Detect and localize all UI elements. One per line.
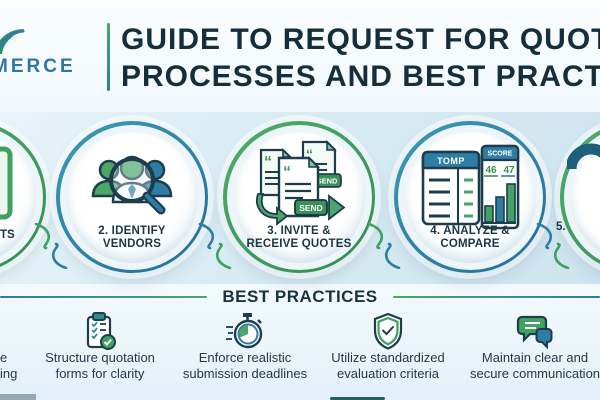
bp-5-line1: Maintain clear and bbox=[481, 350, 589, 365]
step-3-label: 3. INVITE & RECEIVE QUOTES bbox=[234, 225, 365, 251]
connector-2-3-icon bbox=[198, 223, 232, 269]
cutoff-artifact-center bbox=[330, 397, 385, 400]
cutoff-artifact-left bbox=[0, 394, 36, 400]
score-value-2: 47 bbox=[503, 165, 515, 176]
best-practice-item-cut: e ing bbox=[0, 350, 22, 381]
connector-4-5-icon bbox=[536, 223, 570, 269]
step-circle-2: 2. IDENTIFY VENDORS bbox=[56, 121, 208, 273]
svg-text:“: “ bbox=[264, 154, 272, 171]
table-header-right: SCORE bbox=[488, 150, 513, 157]
connector-1-2-icon bbox=[34, 223, 68, 269]
heading-rule-left bbox=[0, 296, 207, 298]
header-band bbox=[0, 0, 600, 113]
logo-text: MERCE bbox=[0, 56, 76, 77]
step-2-label-line2: VENDORS bbox=[102, 237, 162, 250]
bp-3-line2: submission deadlines bbox=[182, 365, 308, 381]
quote-documents-send-icon: “ “ SEND “ SEND bbox=[256, 139, 346, 226]
comparison-table-icon: TOMP SCORE 46 47 bbox=[421, 144, 520, 229]
best-practice-item: Structure quotation forms for clarity bbox=[15, 350, 185, 381]
shield-check-icon bbox=[373, 312, 403, 350]
title-line-2: PROCESSES AND BEST PRACTICES bbox=[121, 60, 600, 93]
step-4-label-line1: 4. ANALYZE & bbox=[430, 224, 510, 237]
send-badge-front: SEND bbox=[299, 203, 323, 213]
best-practice-item: Enforce realistic submission deadlines bbox=[160, 350, 330, 381]
score-value-1: 46 bbox=[485, 165, 497, 176]
clipboard-check-icon bbox=[86, 312, 116, 350]
bp-3-line1: Enforce realistic bbox=[198, 350, 292, 365]
bp-4-line1: Utilize standardized bbox=[331, 350, 445, 365]
svg-text:“: “ bbox=[283, 164, 291, 181]
best-practices-heading: BEST PRACTICES bbox=[222, 287, 378, 306]
best-practice-item: Maintain clear and secure communication bbox=[450, 350, 600, 381]
heading-rule-right bbox=[393, 296, 600, 298]
step-3-label-line2: RECEIVE QUOTES bbox=[246, 237, 352, 250]
bp-1-line1: e bbox=[0, 350, 8, 365]
step-circle-3: “ “ SEND “ SEND bbox=[223, 121, 375, 273]
logo-swoosh-icon bbox=[0, 29, 25, 54]
award-icon bbox=[567, 143, 600, 169]
header-divider bbox=[107, 23, 110, 91]
step-circle-4: TOMP SCORE 46 47 bbox=[394, 121, 546, 273]
step-2-label-line1: 2. IDENTIFY bbox=[98, 224, 166, 237]
stopwatch-icon bbox=[226, 313, 263, 349]
best-practice-item: Utilize standardized evaluation criteria bbox=[303, 350, 473, 381]
table-header-left: TOMP bbox=[437, 156, 465, 166]
bp-2-line2: forms for clarity bbox=[55, 365, 145, 381]
vendors-magnifier-icon bbox=[91, 155, 173, 214]
step-4-label: 4. ANALYZE & COMPARE bbox=[405, 225, 536, 251]
title-line-1: GUIDE TO REQUEST FOR QUOTE bbox=[121, 23, 600, 56]
bp-5-line2: secure communication bbox=[469, 365, 600, 381]
step-2-label: 2. IDENTIFY VENDORS bbox=[67, 225, 198, 251]
clipboard-requirements-icon bbox=[0, 146, 13, 220]
step-5-label-fragment: 5. bbox=[556, 221, 566, 233]
svg-text:“: “ bbox=[306, 146, 313, 162]
send-badge-back: SEND bbox=[317, 176, 338, 185]
step-3-label-line1: 3. INVITE & bbox=[267, 224, 331, 237]
bp-4-line2: evaluation criteria bbox=[337, 365, 439, 381]
step-1-label-fragment: TS bbox=[0, 229, 15, 241]
page-title: GUIDE TO REQUEST FOR QUOTE PROCESSES AND… bbox=[121, 21, 600, 101]
step-4-label-line2: COMPARE bbox=[440, 237, 500, 250]
bp-2-line1: Structure quotation bbox=[45, 350, 155, 365]
bp-1-line2: ing bbox=[0, 365, 18, 381]
chat-bubbles-icon bbox=[516, 315, 553, 350]
connector-3-4-icon bbox=[367, 223, 401, 269]
